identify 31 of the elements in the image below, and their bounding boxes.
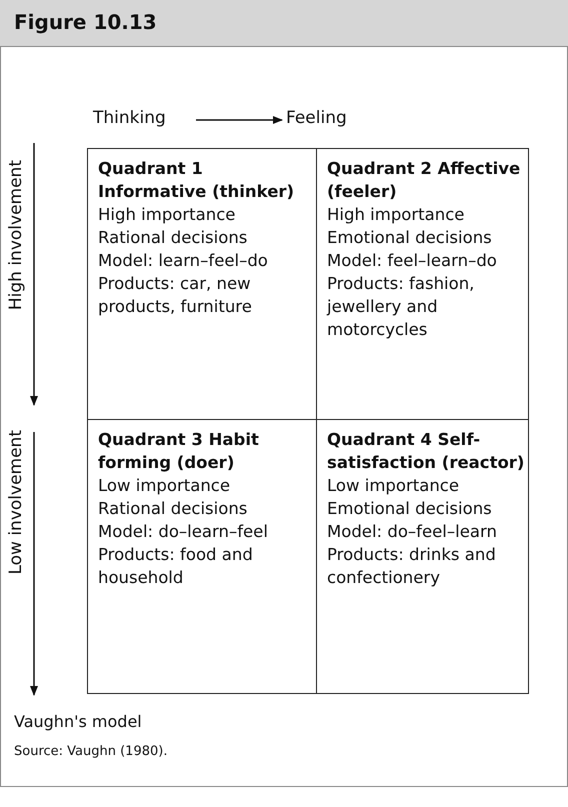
quadrant-text: Low importance	[327, 475, 460, 497]
quadrant-text: Emotional decisions	[327, 498, 493, 520]
quadrant-text: High importance	[98, 204, 236, 226]
quadrant-text: Rational decisions	[98, 227, 248, 249]
quadrant-text: Model: learn–feel–do	[98, 250, 269, 272]
quadrant-text: Model: do–learn–feel	[98, 521, 269, 543]
quadrant-text: Low importance	[98, 475, 232, 497]
source-note: Source: Vaughn (1980).	[14, 744, 168, 759]
quadrant-text: Products: fashion, jewellery and motorcycles	[327, 273, 476, 341]
axis-label: Feeling	[286, 108, 347, 128]
quadrant-panel	[317, 148, 529, 420]
quadrant-heading: Quadrant 3 Habit forming (doer)	[98, 429, 260, 474]
quadrant-text: Rational decisions	[98, 498, 248, 520]
figure-title: Figure 10.13	[14, 10, 157, 34]
quadrant-text: Emotional decisions	[327, 227, 493, 249]
quadrant-panel	[317, 420, 529, 694]
axis-label: High involvement	[6, 160, 26, 310]
axis-label: Thinking	[93, 108, 166, 128]
quadrant-panel	[87, 420, 317, 694]
quadrant-heading: Quadrant 1 Informative (thinker)	[98, 158, 296, 203]
axis-label: Low involvement	[6, 430, 26, 575]
quadrant-text: Products: drinks and confectionery	[327, 544, 497, 589]
quadrant-text: Products: car, new products, furniture	[98, 273, 253, 318]
figure-caption: Vaughn's model	[14, 712, 142, 731]
quadrant-text: Model: feel–learn–do	[327, 250, 498, 272]
quadrant-panel	[87, 148, 317, 420]
quadrant-heading: Quadrant 2 Affective (feeler)	[327, 158, 522, 203]
quadrant-text: Products: food and household	[98, 544, 254, 589]
quadrant-text: High importance	[327, 204, 466, 226]
quadrant-heading: Quadrant 4 Self-satisfaction (reactor)	[327, 429, 526, 474]
quadrant-text: Model: do–feel–learn	[327, 521, 498, 543]
